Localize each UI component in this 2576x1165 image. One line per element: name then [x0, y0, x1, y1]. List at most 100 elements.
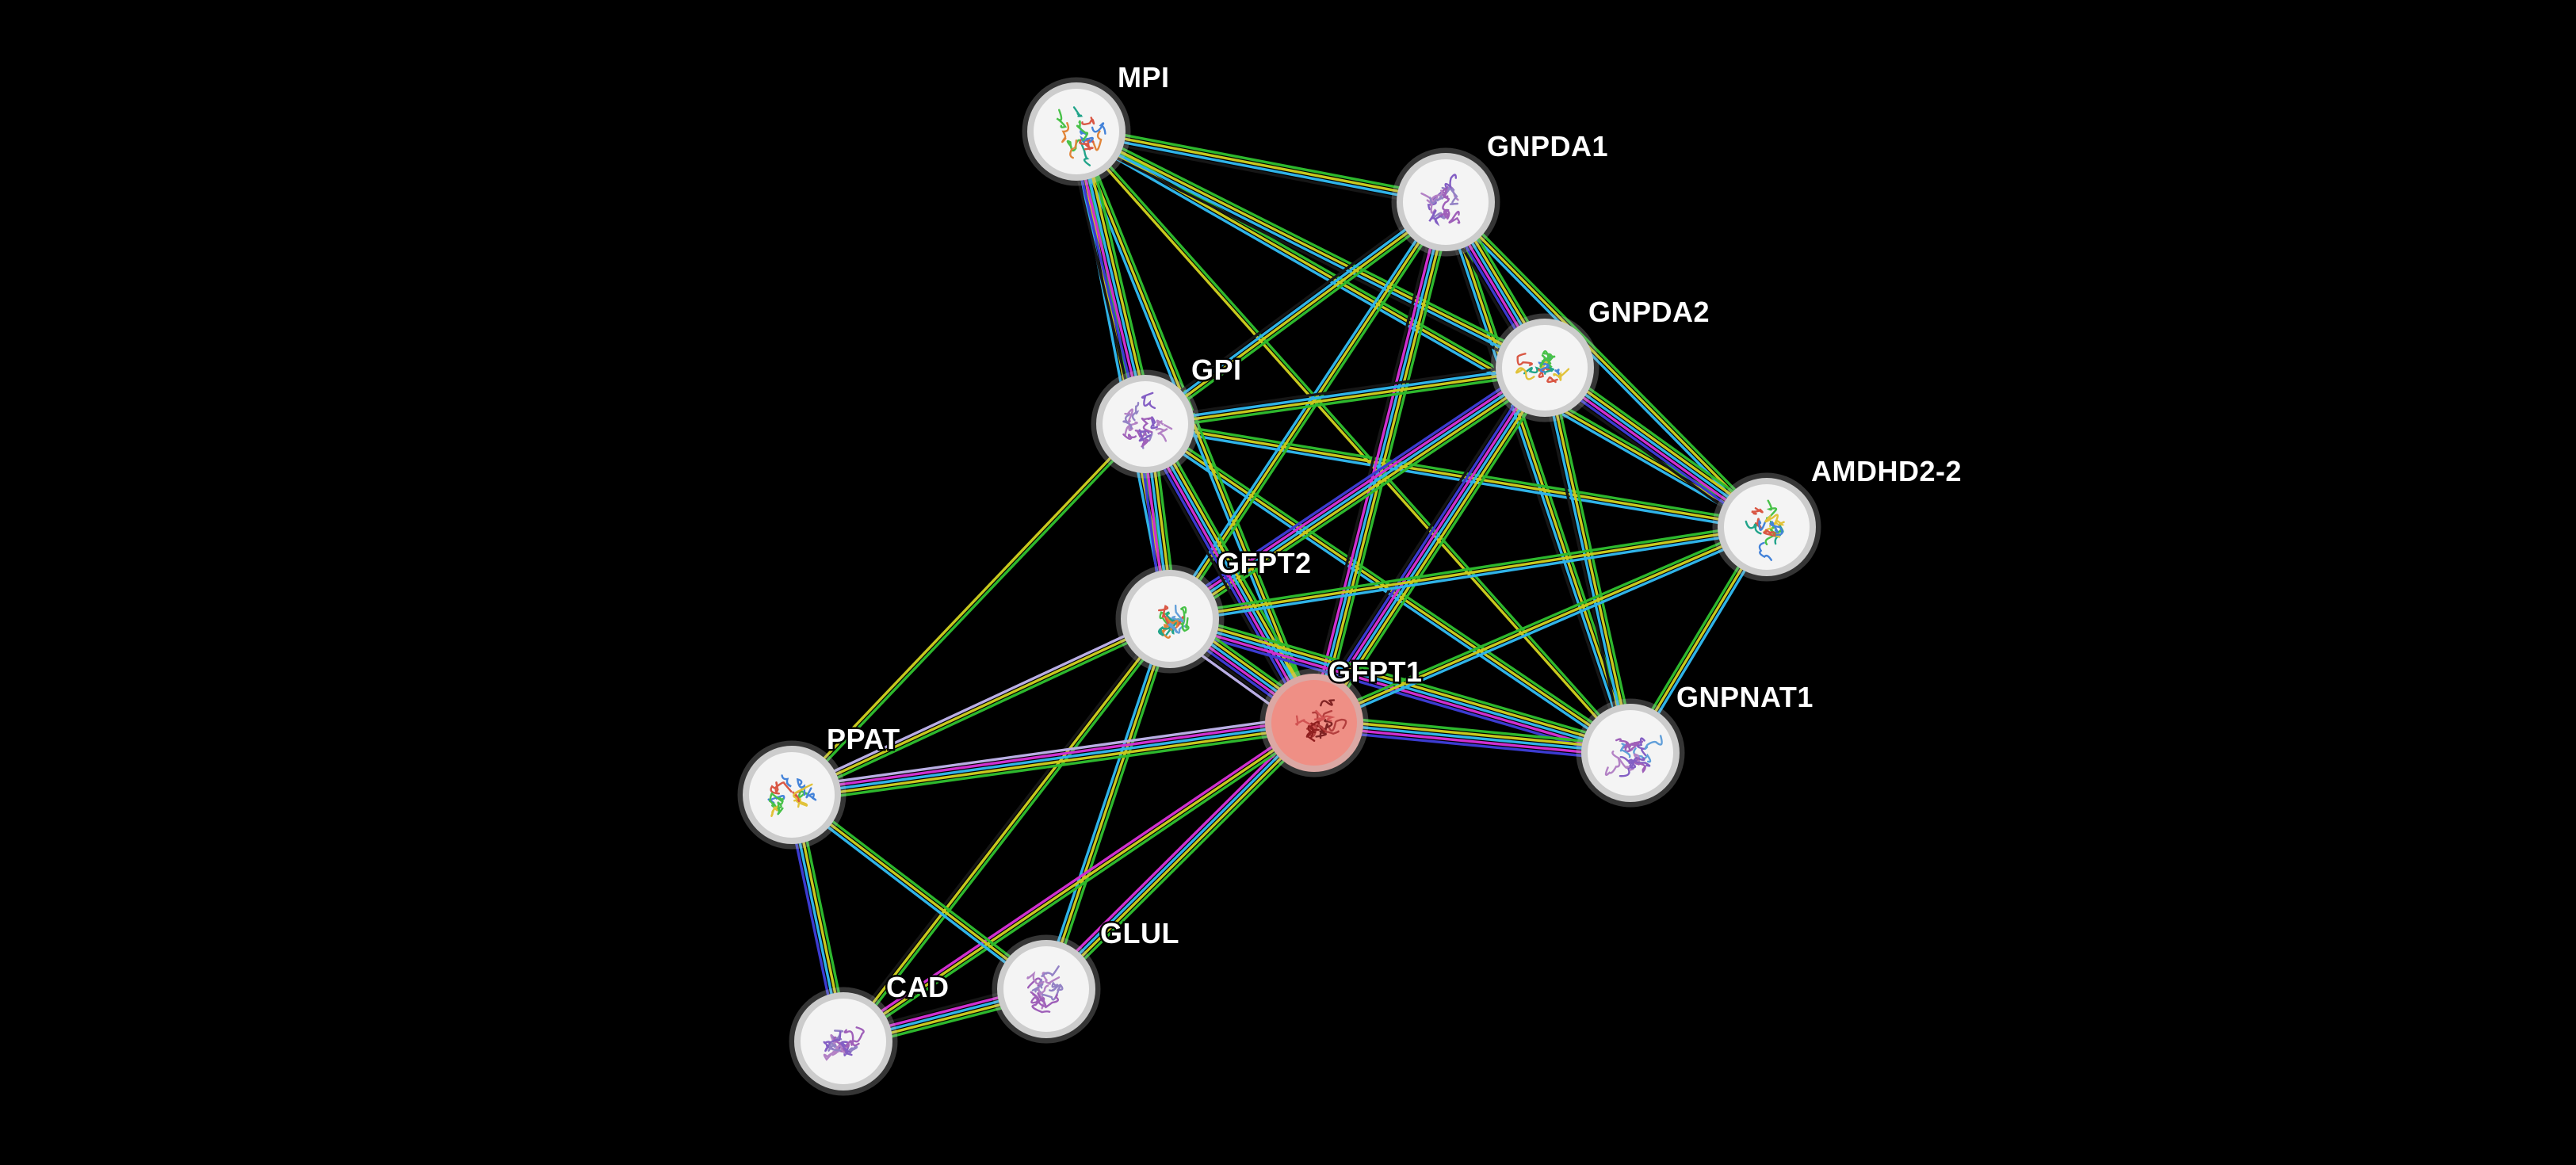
edge-GFPT1-GNPNAT1-green[interactable] [1313, 714, 1633, 747]
edge-GFPT1-GLUL-green[interactable] [1049, 725, 1320, 995]
node-PPAT[interactable]: PPAT [737, 721, 902, 850]
node-GFPT2[interactable]: GFPT2 [1115, 545, 1313, 674]
node-label-GNPDA2[interactable]: GNPDA2 [1587, 294, 1712, 330]
edge-GFPT2-AMDHD2-2-yellow[interactable] [1168, 525, 1768, 621]
node-label-GNPNAT1[interactable]: GNPNAT1 [1675, 679, 1815, 716]
node-label-PPAT[interactable]: PPAT [825, 721, 902, 758]
edge-MPI-GPI-blue[interactable] [1069, 131, 1142, 427]
edge-GNPDA1-GNPNAT1-cyan[interactable] [1443, 201, 1630, 755]
edge-GFPT2-GLUL-cyan[interactable] [1041, 616, 1168, 990]
edge-MPI-GNPDA1-yellow[interactable] [1075, 128, 1448, 202]
edge-GFPT1-GLUL-magenta[interactable] [1041, 717, 1312, 987]
edge-MPI-GPI-dark[interactable] [1066, 132, 1138, 428]
edge-GFPT1-GNPNAT1-yellow[interactable] [1313, 717, 1633, 751]
node-circle[interactable] [743, 746, 841, 844]
node-circle[interactable] [1027, 82, 1126, 181]
edge-GNPDA2-GFPT1-magenta[interactable] [1311, 365, 1545, 724]
edge-PPAT-GLUL-yellow[interactable] [790, 793, 1048, 991]
edge-GFPT1-CAD-green[interactable] [843, 724, 1318, 1046]
edge-GFPT2-CAD-green[interactable] [844, 620, 1175, 1045]
node-circle[interactable] [1581, 704, 1680, 802]
edge-GFPT1-AMDHD2-2-cyan[interactable] [1314, 529, 1770, 728]
edge-GNPDA1-GPI-yellow[interactable] [1145, 202, 1449, 427]
edge-GPI-PPAT-yellow[interactable] [789, 421, 1146, 796]
edge-GFPT1-AMDHD2-2-yellow[interactable] [1313, 525, 1768, 724]
edge-GNPDA2-GNPNAT1-dark[interactable] [1538, 367, 1627, 756]
edge-GNPDA2-GPI-dark[interactable] [1143, 361, 1546, 420]
node-label-GFPT2[interactable]: GFPT2 [1216, 545, 1313, 582]
node-MPI[interactable]: MPI [1022, 59, 1171, 186]
edge-GNPDA1-GFPT1-dark[interactable] [1305, 198, 1440, 723]
edge-GPI-GNPNAT1-cyan[interactable] [1141, 426, 1630, 758]
node-GFPT1[interactable]: GFPT1 [1259, 654, 1424, 777]
edge-MPI-GNPDA1-green[interactable] [1076, 124, 1449, 198]
node-label-GNPDA1[interactable]: GNPDA1 [1485, 128, 1611, 165]
edge-MPI-GNPNAT1-green[interactable] [1076, 128, 1634, 754]
edge-GFPT2-AMDHD2-2-cyan[interactable] [1168, 529, 1769, 625]
edge-MPI-GPI-magenta[interactable] [1073, 130, 1145, 426]
edge-GNPDA1-GFPT1-cyan[interactable] [1313, 201, 1447, 724]
edge-GNPDA2-GFPT1-blue[interactable] [1308, 363, 1542, 721]
node-AMDHD2-2[interactable]: AMDHD2-2 [1712, 453, 1963, 582]
node-GNPDA2[interactable]: GNPDA2 [1490, 294, 1712, 422]
edge-GNPDA1-GFPT1-magenta[interactable] [1309, 200, 1444, 724]
edge-GNPDA1-GFPT2-yellow[interactable] [1168, 201, 1447, 621]
node-circle[interactable] [997, 940, 1095, 1038]
edge-MPI-GNPDA2-yellow[interactable] [1076, 128, 1547, 368]
edge-GFPT2-PPAT-lavender[interactable] [789, 614, 1170, 793]
edge-GFPT2-GNPNAT1-green[interactable] [1170, 610, 1634, 747]
edge-GPI-GFPT1-yellow[interactable] [1148, 419, 1320, 722]
edge-GNPDA2-GFPT2-magenta[interactable] [1166, 363, 1545, 617]
edge-GFPT1-PPAT-magenta[interactable] [789, 717, 1316, 793]
edge-GFPT1-PPAT-lavender[interactable] [789, 714, 1315, 789]
edge-GFPT1-GNPNAT1-blue[interactable] [1312, 728, 1631, 762]
edge-GNPDA2-GNPNAT1-cyan[interactable] [1542, 366, 1630, 755]
edge-GPI-AMDHD2-2-yellow[interactable] [1144, 422, 1768, 529]
edge-MPI-GNPDA2-cyan[interactable] [1074, 132, 1546, 371]
edge-PPAT-GLUL-green[interactable] [793, 790, 1050, 988]
edge-GNPDA2-GPI-cyan[interactable] [1143, 365, 1546, 424]
edge-GFPT1-PPAT-yellow[interactable] [790, 724, 1317, 800]
edge-GFPT1-AMDHD2-2-green[interactable] [1311, 522, 1767, 721]
edge-GFPT1-PPAT-cyan[interactable] [790, 721, 1316, 796]
edge-GFPT1-PPAT-green[interactable] [791, 728, 1317, 804]
edge-GNPDA1-GNPNAT1-yellow[interactable] [1446, 200, 1634, 754]
node-GPI[interactable]: GPI [1091, 352, 1244, 479]
edge-GNPDA2-GNPNAT1-green[interactable] [1548, 365, 1638, 754]
edge-GNPDA1-GPI-green[interactable] [1147, 204, 1450, 430]
edge-GFPT1-GNPNAT1-magenta[interactable] [1312, 724, 1632, 758]
edge-GNPDA2-GFPT1-green[interactable] [1320, 371, 1554, 729]
edge-MPI-GNPDA1-cyan[interactable] [1074, 132, 1447, 205]
edge-GNPDA1-GPI-cyan[interactable] [1142, 199, 1447, 424]
edge-GFPT2-PPAT-yellow[interactable] [790, 617, 1171, 796]
edge-GFPT2-AMDHD2-2-green[interactable] [1168, 521, 1768, 617]
node-CAD[interactable]: CAD [789, 969, 951, 1096]
node-label-GPI[interactable]: GPI [1190, 352, 1244, 388]
edge-MPI-GNPDA2-dark[interactable] [1072, 135, 1544, 374]
edge-GFPT2-GLUL-yellow[interactable] [1045, 617, 1171, 991]
edge-GPI-GFPT1-green[interactable] [1152, 418, 1324, 720]
edge-GPI-AMDHD2-2-cyan[interactable] [1143, 426, 1768, 533]
edge-GFPT2-GLUL-green[interactable] [1048, 618, 1175, 992]
edge-GFPT2-PPAT-green[interactable] [792, 621, 1173, 800]
node-label-MPI[interactable]: MPI [1116, 59, 1171, 96]
edge-GFPT2-CAD-dark[interactable] [839, 615, 1169, 1041]
edge-GNPDA2-GNPNAT1-yellow[interactable] [1545, 365, 1634, 754]
edge-GFPT1-CAD-yellow[interactable] [842, 721, 1316, 1043]
edge-MPI-GFPT1-green[interactable] [1078, 128, 1320, 723]
edge-GNPDA1-GFPT1-yellow[interactable] [1316, 201, 1451, 725]
edge-MPI-GPI-cyan[interactable] [1076, 129, 1148, 426]
edge-MPI-GNPNAT1-yellow[interactable] [1073, 131, 1631, 756]
node-label-GFPT1[interactable]: GFPT1 [1327, 654, 1424, 690]
edge-MPI-GFPT1-yellow[interactable] [1075, 130, 1316, 724]
edge-GFPT1-GLUL-cyan[interactable] [1043, 720, 1315, 990]
edge-GNPDA1-AMDHD2-2-green[interactable] [1447, 198, 1771, 526]
node-label-GLUL[interactable]: GLUL [1099, 915, 1181, 952]
edge-GPI-AMDHD2-2-green[interactable] [1145, 418, 1769, 525]
edge-GFPT2-CAD-yellow[interactable] [842, 617, 1171, 1043]
edge-GNPDA1-GPI-dark[interactable] [1141, 196, 1444, 422]
edge-GPI-PPAT-green[interactable] [792, 423, 1148, 798]
edge-GPI-GFPT1-dark[interactable] [1136, 427, 1308, 729]
node-circle[interactable] [1718, 478, 1816, 576]
edge-GFPT1-GLUL-yellow[interactable] [1045, 722, 1317, 992]
